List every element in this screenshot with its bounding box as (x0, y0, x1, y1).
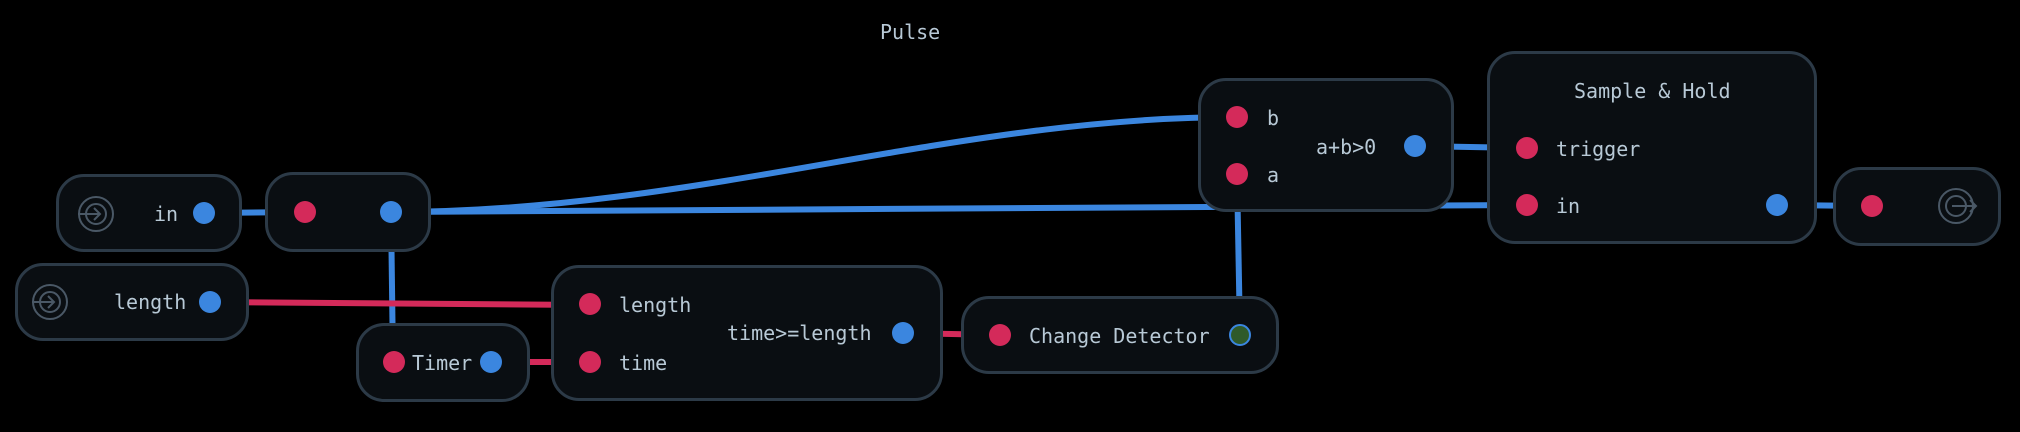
timer-in-port[interactable] (383, 351, 405, 373)
or-a-port[interactable] (1226, 163, 1248, 185)
change-detector-out-port[interactable] (1229, 324, 1251, 346)
output-arrow-icon (1938, 188, 1978, 224)
input-in-out-port[interactable] (193, 202, 215, 224)
compare-out-label: time>=length (727, 321, 872, 345)
change-detector-label: Change Detector (1029, 324, 1210, 348)
split-out-port[interactable] (380, 201, 402, 223)
compare-node[interactable] (551, 265, 943, 401)
input-in-label: in (154, 202, 179, 226)
or-b-label: b (1267, 106, 1280, 130)
timer-label: Timer (412, 351, 473, 375)
sample-hold-in-port[interactable] (1516, 194, 1538, 216)
or-a-label: a (1267, 163, 1280, 187)
or-out-label: a+b>0 (1316, 135, 1377, 159)
sample-hold-in-label: in (1556, 194, 1581, 218)
compare-length-label: length (619, 293, 692, 317)
sample-hold-node[interactable] (1487, 51, 1817, 244)
or-out-port[interactable] (1404, 135, 1426, 157)
input-length-label: length (114, 290, 187, 314)
or-b-port[interactable] (1226, 106, 1248, 128)
compare-length-port[interactable] (579, 293, 601, 315)
split-node[interactable] (265, 172, 431, 252)
sample-hold-trigger-label: trigger (1556, 137, 1641, 161)
graph-title: Pulse (880, 20, 941, 44)
timer-out-port[interactable] (480, 351, 502, 373)
compare-time-label: time (619, 351, 668, 375)
wire-split-to-b (390, 114, 1238, 215)
input-arrow-icon (32, 284, 68, 320)
or-node[interactable] (1198, 78, 1454, 212)
output-in-port[interactable] (1861, 195, 1883, 217)
input-length-out-port[interactable] (199, 291, 221, 313)
sample-hold-trigger-port[interactable] (1516, 137, 1538, 159)
wire-length-to-compare (209, 299, 591, 308)
compare-time-port[interactable] (579, 351, 601, 373)
sample-hold-title: Sample & Hold (1574, 79, 1731, 103)
compare-out-port[interactable] (892, 322, 914, 344)
input-arrow-icon (78, 196, 114, 232)
split-in-port[interactable] (294, 201, 316, 223)
sample-hold-out-port[interactable] (1766, 194, 1788, 216)
change-detector-node[interactable] (961, 296, 1279, 374)
change-detector-in-port[interactable] (989, 324, 1011, 346)
